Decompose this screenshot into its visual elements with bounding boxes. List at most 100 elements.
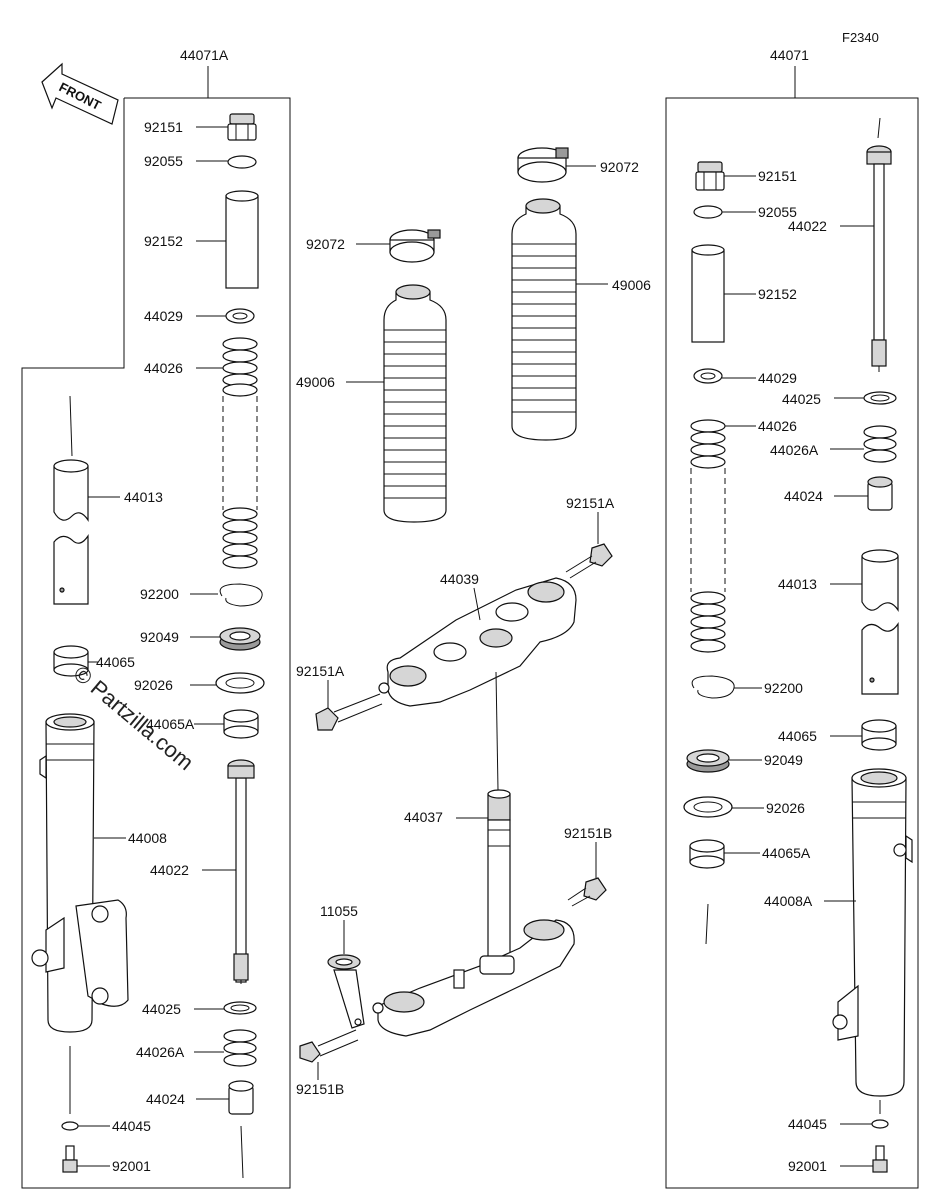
part-44037-steering-stem[interactable]	[487, 789, 511, 961]
callout-92055-right: 92055	[758, 204, 797, 220]
part-44026-left-spring[interactable]	[222, 337, 258, 569]
part-92152-left[interactable]	[225, 190, 259, 289]
callout-44024-left: 44024	[146, 1091, 185, 1107]
part-49006-boot-a[interactable]	[383, 284, 447, 523]
callout-92072-b: 92072	[600, 159, 639, 175]
callout-44026A-left: 44026A	[136, 1044, 185, 1060]
assembly-left-label: 44071A	[180, 47, 229, 63]
part-44065A-right[interactable]	[689, 839, 725, 945]
part-92049-left[interactable]	[219, 627, 261, 651]
assembly-right-label: 44071	[770, 47, 809, 63]
callout-44065A-right: 44065A	[762, 845, 811, 861]
part-92072-clamp-a[interactable]	[389, 229, 441, 263]
callout-44039: 44039	[440, 571, 479, 587]
callout-92055-left: 92055	[144, 153, 183, 169]
left-assembly-frame	[21, 97, 291, 1189]
callout-49006-b: 49006	[612, 277, 651, 293]
part-92200-left[interactable]	[219, 583, 263, 607]
part-92151A-bolt-left[interactable]	[315, 693, 383, 731]
part-92151B-bolt-bottom[interactable]	[299, 1029, 359, 1063]
callout-44008-left: 44008	[128, 830, 167, 846]
part-92151-left[interactable]	[227, 113, 257, 141]
callout-44013-right: 44013	[778, 576, 817, 592]
part-44065-right[interactable]	[861, 719, 897, 751]
callout-92072-a: 92072	[306, 236, 345, 252]
callout-92001-left: 92001	[112, 1158, 151, 1174]
callout-44065-left: 44065	[96, 654, 135, 670]
callout-92151-left: 92151	[144, 119, 183, 135]
part-92026-right[interactable]	[683, 796, 733, 818]
part-44045-right[interactable]	[871, 1119, 889, 1129]
callout-49006-a: 49006	[296, 374, 335, 390]
part-92049-right[interactable]	[686, 749, 730, 773]
callout-44065-right: 44065	[778, 728, 817, 744]
callout-92049-right: 92049	[764, 752, 803, 768]
callout-92151B-right: 92151B	[564, 825, 612, 841]
part-44026-right-spring[interactable]	[690, 419, 726, 653]
part-49006-boot-b[interactable]	[511, 198, 577, 441]
part-44008-left[interactable]	[31, 713, 129, 1033]
callout-92152-right: 92152	[758, 286, 797, 302]
part-92001-left[interactable]	[62, 1145, 78, 1173]
callout-92026-left: 92026	[134, 677, 173, 693]
part-92072-clamp-b[interactable]	[517, 147, 569, 183]
callout-92151-right: 92151	[758, 168, 797, 184]
callout-44025-left: 44025	[142, 1001, 181, 1017]
part-92152-right[interactable]	[691, 244, 725, 343]
part-44026A-right[interactable]	[863, 425, 897, 463]
part-44039-upper-bracket[interactable]	[378, 577, 577, 707]
callout-92001-right: 92001	[788, 1158, 827, 1174]
part-44013-left[interactable]	[53, 395, 89, 605]
part-44029-left[interactable]	[225, 308, 255, 324]
part-92200-right[interactable]	[691, 675, 735, 699]
callout-92026-right: 92026	[766, 800, 805, 816]
part-92055-left[interactable]	[227, 155, 257, 169]
part-44026A-left[interactable]	[223, 1029, 257, 1067]
callout-44029-right: 44029	[758, 370, 797, 386]
part-92001-right[interactable]	[872, 1145, 888, 1173]
callout-92200-right: 92200	[764, 680, 803, 696]
callout-44026A-right: 44026A	[770, 442, 819, 458]
part-44024-right[interactable]	[867, 476, 893, 511]
part-92055-right[interactable]	[693, 205, 723, 219]
part-44025-left[interactable]	[223, 1001, 257, 1015]
part-92151B-bolt-right[interactable]	[567, 877, 607, 907]
part-44022-right[interactable]	[866, 117, 892, 372]
callout-11055: 11055	[320, 903, 358, 919]
callout-92151A-left: 92151A	[296, 663, 345, 679]
part-lower-bracket[interactable]	[372, 919, 575, 1037]
callout-44026-left: 44026	[144, 360, 183, 376]
part-44045-left[interactable]	[61, 1121, 79, 1131]
front-arrow-icon: FRONT	[41, 62, 119, 125]
part-44008A-right[interactable]	[832, 768, 913, 1097]
part-44065-left[interactable]	[53, 645, 89, 677]
callout-44008A-right: 44008A	[764, 893, 813, 909]
part-44029-right[interactable]	[693, 368, 723, 384]
part-92151A-bolt-top[interactable]	[565, 543, 613, 579]
callout-44045-left: 44045	[112, 1118, 151, 1134]
callout-44065A-left: 44065A	[146, 716, 195, 732]
callout-44022-left: 44022	[150, 862, 189, 878]
callout-92151B-bottom: 92151B	[296, 1081, 344, 1097]
callout-44037: 44037	[404, 809, 443, 825]
callout-92152-left: 92152	[144, 233, 183, 249]
callout-44025-right: 44025	[782, 391, 821, 407]
part-44025-right[interactable]	[863, 391, 897, 405]
figure-code: F2340	[842, 30, 879, 45]
callout-44045-right: 44045	[788, 1116, 827, 1132]
part-92026-left[interactable]	[215, 672, 265, 694]
callout-44024-right: 44024	[784, 488, 823, 504]
callout-44013-left: 44013	[124, 489, 163, 505]
part-44024-left[interactable]	[228, 1080, 254, 1179]
part-92151-right[interactable]	[695, 161, 725, 191]
callout-44022-right: 44022	[788, 218, 827, 234]
right-assembly-frame	[665, 97, 919, 1189]
part-44013-right[interactable]	[861, 549, 899, 695]
callout-92200-left: 92200	[140, 586, 179, 602]
callout-92151A-top: 92151A	[566, 495, 615, 511]
callout-44029-left: 44029	[144, 308, 183, 324]
part-44065A-left[interactable]	[223, 709, 259, 739]
part-44022-left[interactable]	[227, 759, 255, 984]
part-11055-bracket[interactable]	[327, 954, 365, 1029]
